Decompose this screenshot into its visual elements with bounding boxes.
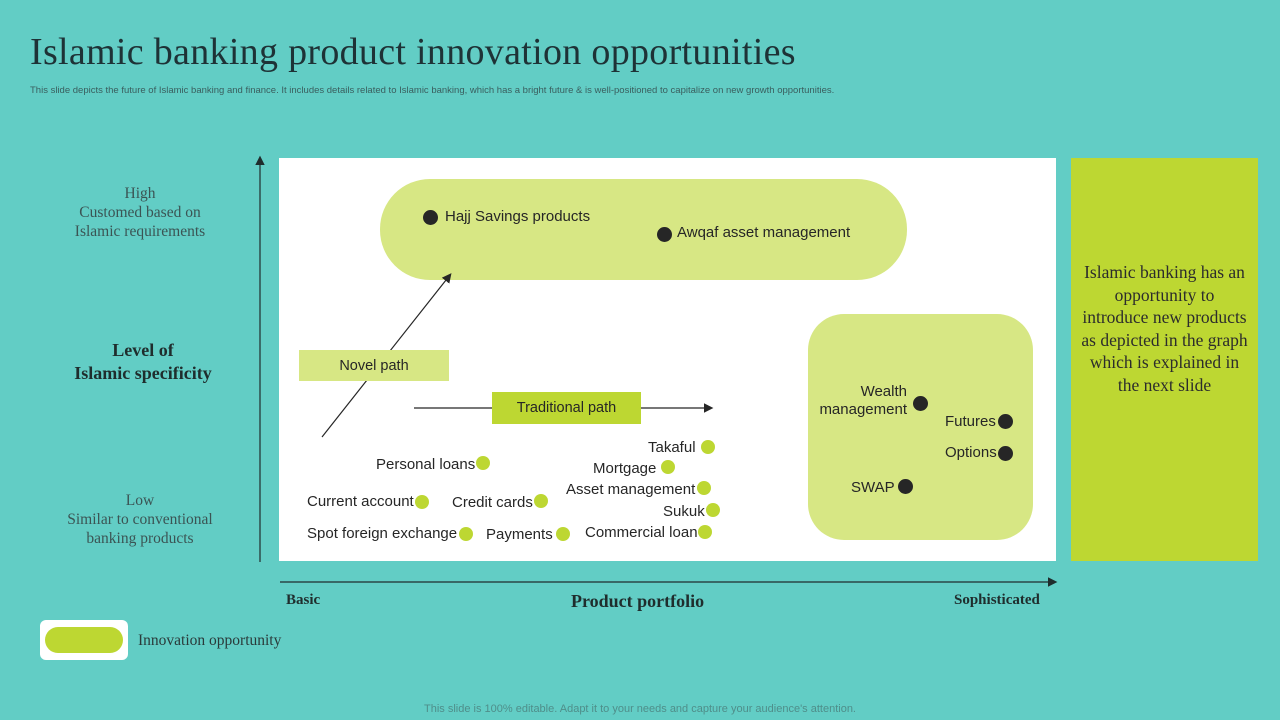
side-note-text: Islamic banking has an opportunity to in…: [1081, 262, 1248, 395]
product-label-asset-management: Asset management: [566, 481, 696, 498]
product-dot: [534, 494, 548, 508]
y-title-line: Level of: [112, 340, 174, 360]
product-label-mortgage: Mortgage: [593, 460, 657, 477]
product-label-awqaf: Awqaf asset management: [677, 224, 851, 241]
y-axis-title: Level of Islamic specificity: [43, 339, 243, 385]
slide-title: Islamic banking product innovation oppor…: [30, 31, 796, 73]
product-dot: [898, 479, 913, 494]
y-title-line: Islamic specificity: [74, 363, 212, 383]
product-label-swap: SWAP: [851, 479, 895, 496]
product-label-hajj: Hajj Savings products: [445, 208, 591, 225]
product-dot: [706, 503, 720, 517]
product-label-credit-cards: Credit cards: [452, 494, 533, 511]
product-label-takaful: Takaful: [648, 439, 696, 456]
product-dot: [657, 227, 672, 242]
product-label-commercial-loan: Commercial loan: [585, 524, 698, 541]
product-dot: [423, 210, 438, 225]
y-low-line: Low: [125, 492, 155, 509]
product-dot: [698, 525, 712, 539]
product-label-spot-foreign-exchange: Spot foreign exchange: [307, 525, 458, 542]
x-axis-title: Product portfolio: [571, 591, 705, 611]
y-high-line: High: [124, 185, 156, 202]
product-label-personal-loans: Personal loans: [376, 456, 476, 473]
y-high-line: Customed based on: [79, 204, 201, 221]
top-innovation-area: [380, 179, 907, 280]
y-low-line: banking products: [86, 530, 194, 547]
right-innovation-area: [808, 314, 1033, 540]
y-axis-high-label: High Customed based on Islamic requireme…: [40, 184, 240, 241]
x-axis-basic-label: Basic: [286, 592, 321, 608]
product-dot: [415, 495, 429, 509]
product-label-sukuk: Sukuk: [663, 503, 705, 520]
x-axis-sophisticated-label: Sophisticated: [954, 592, 1040, 608]
y-axis-low-label: Low Similar to conventional banking prod…: [40, 491, 240, 548]
footer-note: This slide is 100% editable. Adapt it to…: [424, 703, 856, 715]
product-label-payments: Payments: [486, 526, 553, 543]
product-dot: [556, 527, 570, 541]
slide-subtitle: This slide depicts the future of Islamic…: [30, 85, 835, 96]
product-dot: [998, 414, 1013, 429]
product-label-options: Options: [945, 444, 997, 461]
legend-swatch-box: [40, 620, 128, 660]
product-dot: [998, 446, 1013, 461]
y-low-line: Similar to conventional: [67, 511, 213, 528]
wealth-line: management: [819, 401, 907, 418]
product-dot: [697, 481, 711, 495]
legend-label: Innovation opportunity: [138, 632, 282, 649]
product-dot: [476, 456, 490, 470]
side-note-panel: Islamic banking has an opportunity to in…: [1071, 158, 1258, 561]
novel-path-label: Novel path: [299, 350, 449, 381]
legend-swatch: [45, 627, 123, 653]
product-dot: [661, 460, 675, 474]
wealth-line: Wealth: [860, 383, 907, 400]
product-label-current-account: Current account: [307, 493, 414, 510]
traditional-path-label: Traditional path: [492, 392, 641, 424]
product-dot: [701, 440, 715, 454]
diagram-panel: Hajj Savings products Awqaf asset manage…: [279, 158, 1056, 561]
product-label-futures: Futures: [945, 413, 996, 430]
product-dot: [913, 396, 928, 411]
product-label-wealth-management: Wealth management: [807, 383, 907, 419]
product-dot: [459, 527, 473, 541]
y-high-line: Islamic requirements: [74, 223, 206, 240]
